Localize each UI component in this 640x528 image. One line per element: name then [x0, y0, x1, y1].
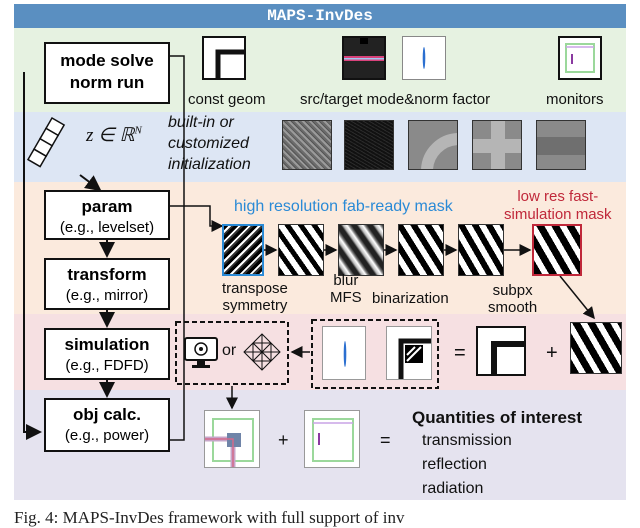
- quantity-item: reflection: [422, 456, 487, 473]
- simulation-box: simulation (e.g., FDFD): [44, 328, 170, 380]
- z-text: z ∈ ℝ: [86, 125, 135, 146]
- mode-solve-label: mode solve norm run: [60, 51, 154, 92]
- transform-sub: (e.g., mirror): [65, 287, 149, 304]
- monitors-tile: [558, 36, 602, 80]
- mask-blurred-tile: [338, 224, 384, 276]
- transform-title: transform: [67, 265, 147, 284]
- plus-label-sim: +: [546, 342, 558, 364]
- param-box: param (e.g., levelset): [44, 190, 170, 240]
- sim-mask-tile: [570, 322, 622, 374]
- op-blur-label: blur MFS: [330, 272, 362, 306]
- obj-sub: (e.g., power): [64, 427, 150, 444]
- z-sup: N: [134, 124, 142, 137]
- sim-field-tile: [322, 326, 366, 380]
- equals-label-sim: =: [454, 342, 466, 364]
- init-dark-tile: [344, 120, 394, 170]
- src-mode-tile: [342, 36, 386, 80]
- quantities-title: Quantities of interest: [412, 408, 583, 427]
- sim-geom-tile: [476, 326, 526, 376]
- mask-transposed-tile: [278, 224, 324, 276]
- simulation-title: simulation: [64, 335, 150, 354]
- const-geom-tile: [202, 36, 246, 80]
- src-target-label: src/target mode&norm factor: [300, 91, 491, 108]
- plus-label-obj: +: [278, 430, 289, 450]
- op-binarization-label: binarization: [372, 290, 449, 307]
- high-res-label: high resolution fab-ready mask: [234, 198, 453, 215]
- simulation-sub: (e.g., FDFD): [65, 357, 149, 374]
- param-sub: (e.g., levelset): [59, 219, 155, 236]
- z-label: z ∈ ℝN: [86, 124, 142, 147]
- norm-factor-tile: [402, 36, 446, 80]
- mask-smooth-tile: [458, 224, 504, 276]
- figure-title: MAPS-InvDes: [14, 4, 626, 28]
- mesh-grid-icon: [242, 332, 282, 372]
- result-field-tile: [204, 410, 260, 468]
- obj-title: obj calc.: [72, 405, 142, 424]
- init-bar-tile: [536, 120, 586, 170]
- initialization-label: built-in or customized initialization: [168, 114, 251, 173]
- equals-label-obj: =: [380, 430, 391, 450]
- quantity-item: radiation: [422, 480, 484, 497]
- op-subpx-label: subpx smooth: [488, 282, 538, 316]
- figure-caption: Fig. 4: MAPS-InvDes framework with full …: [14, 508, 405, 527]
- mask-binarized-tile: [398, 224, 444, 276]
- low-res-label: low res fast- simulation mask: [504, 188, 612, 223]
- init-cross-tile: [472, 120, 522, 170]
- obj-box: obj calc. (e.g., power): [44, 398, 170, 452]
- mode-solve-box: mode solve norm run: [44, 42, 170, 104]
- or-label: or: [222, 342, 237, 359]
- monitor-computer-icon: [182, 332, 222, 372]
- param-title: param: [81, 197, 133, 216]
- transform-box: transform (e.g., mirror): [44, 258, 170, 310]
- quantity-item: transmission: [422, 432, 512, 449]
- op-transpose-label: transpose symmetry: [222, 280, 288, 314]
- mask-noisy-tile: [222, 224, 264, 276]
- monitors-label: monitors: [546, 91, 604, 108]
- init-ring-tile: [408, 120, 458, 170]
- mask-lowres-tile: [532, 224, 582, 276]
- const-geom-label: const geom: [188, 91, 266, 108]
- init-random-tile: [282, 120, 332, 170]
- result-monitors-tile: [304, 410, 360, 468]
- sim-device-tile: [386, 326, 432, 380]
